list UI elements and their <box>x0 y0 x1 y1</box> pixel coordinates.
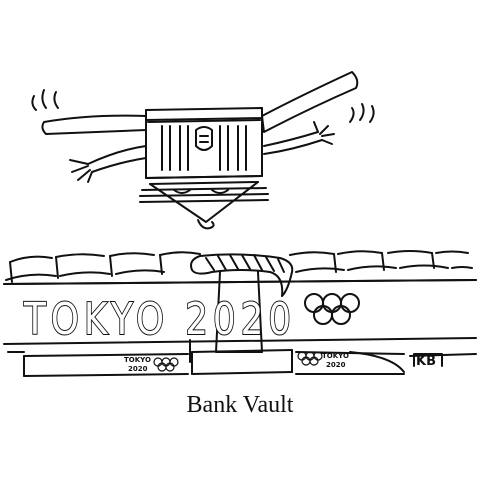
sign-left-line2: 2020 <box>128 365 148 373</box>
olympic-rings-icon <box>304 293 360 325</box>
sign-boards <box>7 351 477 377</box>
stadium-seats <box>3 250 477 285</box>
sign-left-line1: TOKYO <box>124 356 151 364</box>
sign-right-line1: TOKYO <box>322 352 349 360</box>
caption: Bank Vault <box>187 392 294 418</box>
tokyo-2020-banner <box>3 279 477 363</box>
banner-text: TOKYO 2020 <box>23 294 296 345</box>
signature-mark <box>413 353 443 367</box>
sign-right-line2: 2020 <box>326 361 346 369</box>
olympic-rings-icon <box>153 357 179 372</box>
artist-signature: KB <box>416 354 436 369</box>
vaulting-table <box>190 253 294 375</box>
bank-building-gymnast <box>31 71 375 230</box>
olympic-rings-icon <box>297 351 323 366</box>
